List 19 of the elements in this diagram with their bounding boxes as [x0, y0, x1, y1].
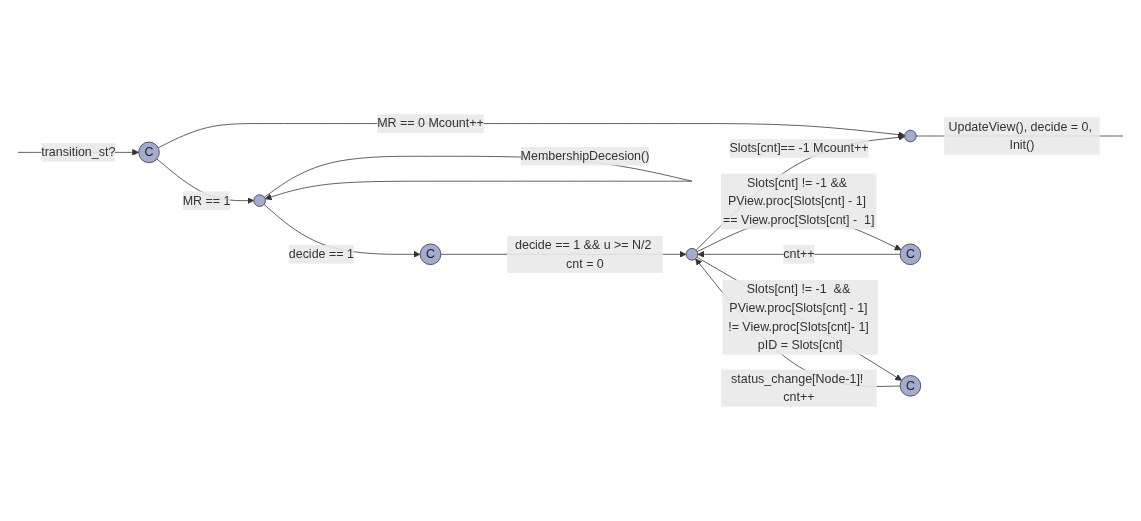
edge-label: Slots[cnt] != -1 && PView.proc[Slots[cnt] - 1] != View.proc[Slots[cnt]- 1] pID = Slots[cnt] — [728, 282, 869, 352]
node-circle: C — [899, 243, 922, 265]
edge-label: cnt++ — [783, 247, 815, 261]
node-circle — [685, 248, 699, 261]
node-circle: C — [419, 243, 442, 265]
edge-label: Slots[cnt]== -1 Mcount++ — [729, 141, 869, 155]
node-circle — [253, 194, 266, 207]
edge-label: status_change[Node-1]! cnt++ — [731, 371, 864, 404]
node-circle: C — [899, 375, 922, 397]
edge-label: decide == 1 && u >= N/2 cnt = 0 — [515, 237, 652, 270]
edge-label: decide == 1 — [288, 247, 354, 261]
node-circle: C — [138, 141, 160, 164]
edge-label: MembershipDecesion() — [520, 149, 650, 163]
edge-label: transition_st? — [41, 145, 116, 159]
edge-label: UpdateView(), decide = 0, Init() — [948, 119, 1092, 152]
edge-label: Slots[cnt] != -1 && PView.proc[Slots[cnt] - 1] == View.proc[Slots[cnt] - 1] — [723, 175, 875, 227]
node-circle — [904, 129, 917, 143]
edge-label: MR == 0 Mcount++ — [377, 116, 484, 130]
edge-label: MR == 1 — [182, 193, 231, 207]
